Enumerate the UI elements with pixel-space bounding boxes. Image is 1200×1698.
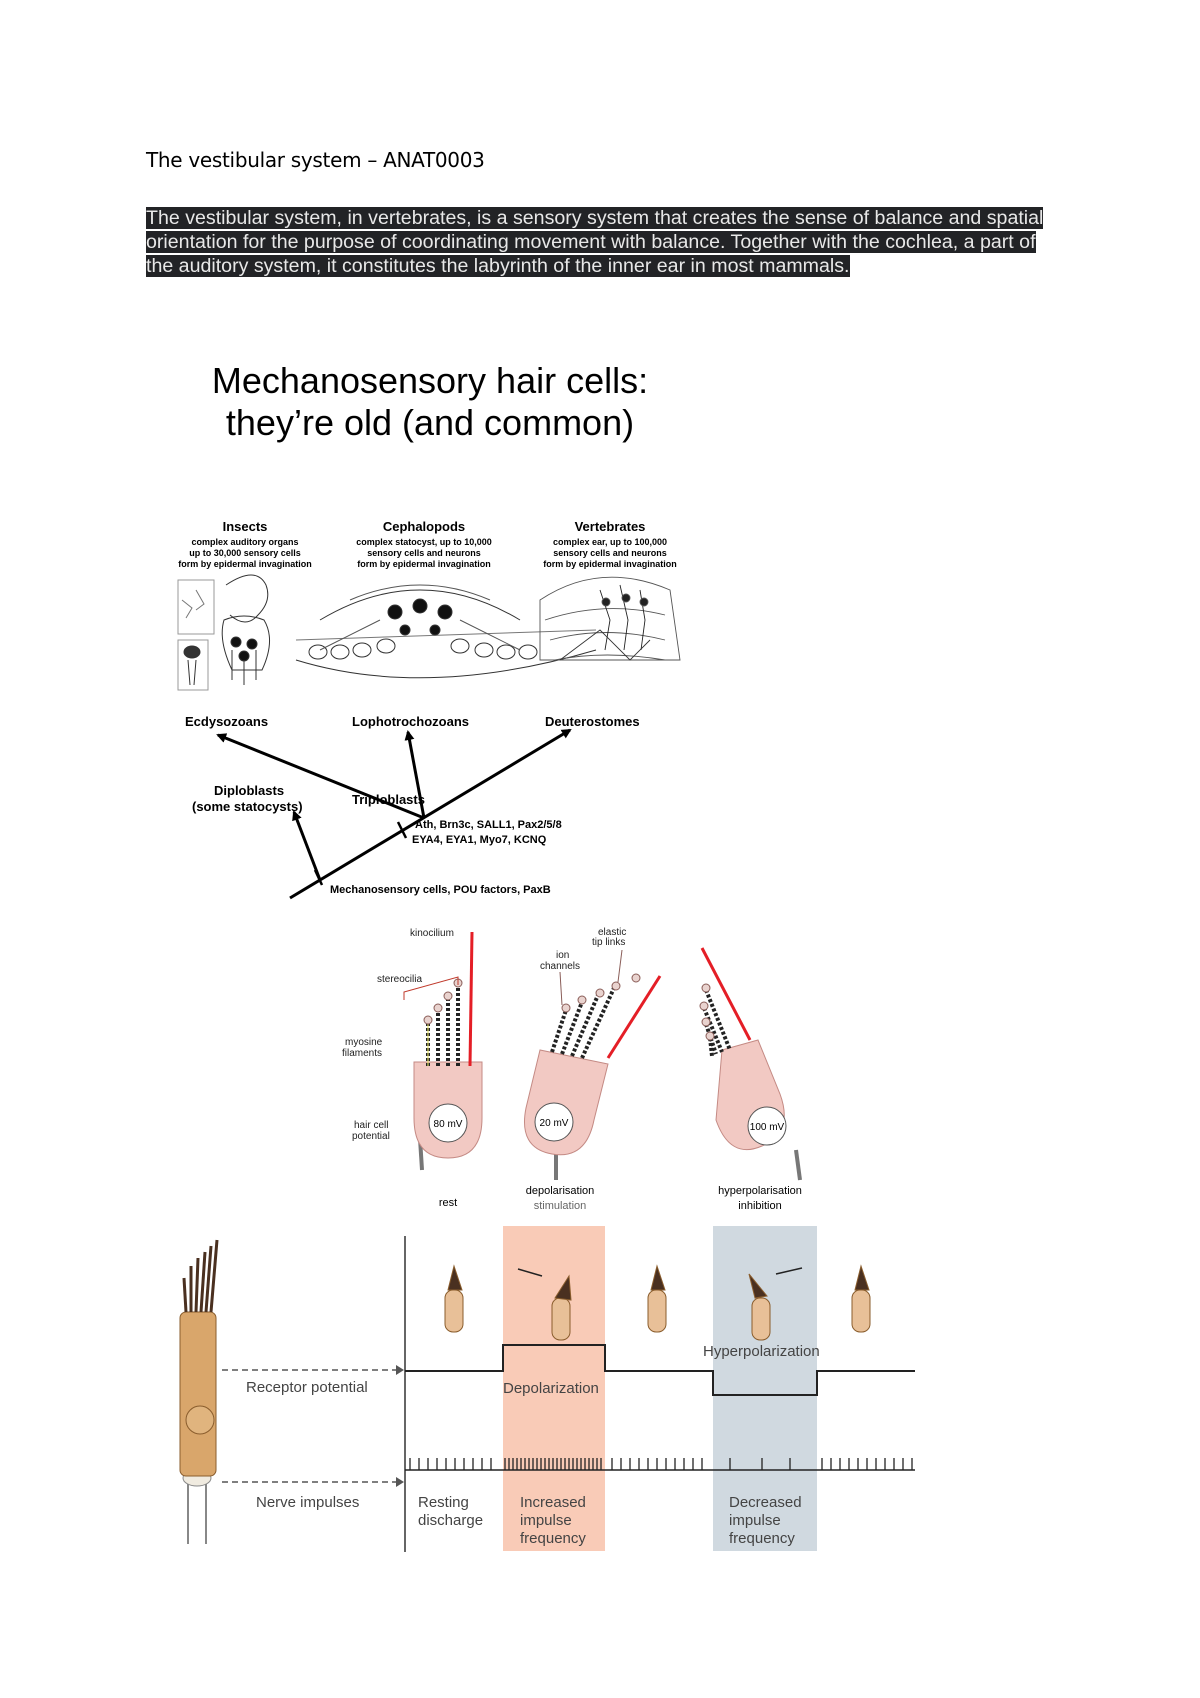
stimulation-caption: stimulation	[534, 1200, 587, 1212]
insects-title: Insects	[223, 519, 268, 534]
increased-label: Increased	[520, 1494, 586, 1511]
increased-frequency-label: frequency	[520, 1530, 586, 1547]
diploblasts-sublabel: (some statocysts)	[192, 799, 303, 814]
resting-label: Resting	[418, 1494, 469, 1511]
nerve-impulse-spikes	[409, 1458, 913, 1470]
mv-rest: 80 mV	[434, 1119, 463, 1130]
vertebrates-line3: form by epidermal invagination	[543, 559, 677, 569]
ecdysozoans-label: Ecdysozoans	[185, 714, 268, 729]
hair-cell-potential-label2: potential	[352, 1131, 390, 1142]
hyperpolarization-label: Hyperpolarization	[703, 1343, 820, 1360]
decreased-impulse-label: impulse	[729, 1512, 781, 1529]
intro-paragraph: The vestibular system, in vertebrates, i…	[146, 206, 1066, 278]
small-hair-cells-row	[444, 1264, 871, 1341]
hair-cell-illustration	[179, 1239, 219, 1544]
cephalopods-title: Cephalopods	[383, 519, 465, 534]
decreased-label: Decreased	[729, 1494, 802, 1511]
ion-label: ion	[556, 950, 569, 961]
diploblasts-label: Diploblasts	[214, 783, 284, 798]
mv-depolarised: 20 mV	[540, 1118, 569, 1129]
depolarization-label: Depolarization	[503, 1380, 599, 1397]
myosine-label: myosine	[345, 1037, 383, 1048]
insect-organ-drawing	[177, 574, 270, 691]
hair-cell-figure: kinocilium stereocilia myosine filaments…	[342, 927, 802, 1212]
hair-cell-hyperpolarised: 100 mV hyperpolarisation inhibition	[699, 947, 802, 1212]
elastic-label: elastic	[598, 927, 626, 938]
rest-caption: rest	[439, 1197, 457, 1209]
decreased-frequency-label: frequency	[729, 1530, 795, 1547]
receptor-potential-trace	[405, 1344, 915, 1396]
cephalopod-statocyst-drawing	[295, 584, 597, 679]
nerve-impulses-label: Nerve impulses	[256, 1494, 359, 1511]
insects-line1: complex auditory organs	[191, 537, 298, 547]
inhibition-caption: inhibition	[738, 1200, 781, 1212]
tip-links-label: tip links	[592, 937, 625, 948]
hyperpolarisation-caption: hyperpolarisation	[718, 1185, 802, 1197]
vertebrate-ear-drawing	[539, 576, 681, 661]
discharge-label: discharge	[418, 1512, 483, 1529]
hair-cell-rest: 80 mV rest	[403, 931, 483, 1209]
filaments-label: filaments	[342, 1048, 382, 1059]
hair-cell-depolarised: 20 mV depolarisation stimulation	[524, 949, 662, 1212]
impulse-figure: Receptor potential Nerve impulses Depola…	[179, 1226, 915, 1552]
vertebrates-line1: complex ear, up to 100,000	[553, 537, 667, 547]
intro-highlighted-text: The vestibular system, in vertebrates, i…	[146, 207, 1044, 277]
increased-impulse-label: impulse	[520, 1512, 572, 1529]
receptor-potential-label: Receptor potential	[246, 1379, 368, 1396]
phylogeny-figure: Insects complex auditory organs up to 30…	[177, 519, 681, 900]
slide-heading: Mechanosensory hair cells: they’re old (…	[150, 360, 710, 444]
depolarisation-caption: depolarisation	[526, 1185, 595, 1197]
document-title: The vestibular system – ANAT0003	[146, 148, 485, 172]
genes-line1: Ath, Brn3c, SALL1, Pax2/5/8	[415, 819, 562, 831]
deuterostomes-label: Deuterostomes	[545, 714, 640, 729]
cephalopods-line3: form by epidermal invagination	[357, 559, 491, 569]
mv-hyperpolarised: 100 mV	[750, 1122, 785, 1133]
cephalopods-line1: complex statocyst, up to 10,000	[356, 537, 492, 547]
base-label: Mechanosensory cells, POU factors, PaxB	[330, 884, 551, 896]
channels-label: channels	[540, 961, 580, 972]
lophotrochozoans-label: Lophotrochozoans	[352, 714, 469, 729]
kinocilium-label: kinocilium	[410, 928, 454, 939]
cephalopods-line2: sensory cells and neurons	[367, 548, 481, 558]
vertebrates-title: Vertebrates	[575, 519, 646, 534]
hair-cell-potential-label: hair cell	[354, 1120, 388, 1131]
hyperpolarization-band	[713, 1226, 817, 1551]
stereocilia-label: stereocilia	[377, 974, 422, 985]
slide-heading-line2: they’re old (and common)	[225, 402, 635, 443]
insects-line2: up to 30,000 sensory cells	[189, 548, 301, 558]
genes-line2: EYA4, EYA1, Myo7, KCNQ	[412, 834, 547, 846]
insects-line3: form by epidermal invagination	[178, 559, 312, 569]
slide-heading-line1: Mechanosensory hair cells:	[211, 360, 649, 401]
depolarization-band	[503, 1226, 605, 1551]
vertebrates-line2: sensory cells and neurons	[553, 548, 667, 558]
tree-branches	[216, 728, 572, 900]
